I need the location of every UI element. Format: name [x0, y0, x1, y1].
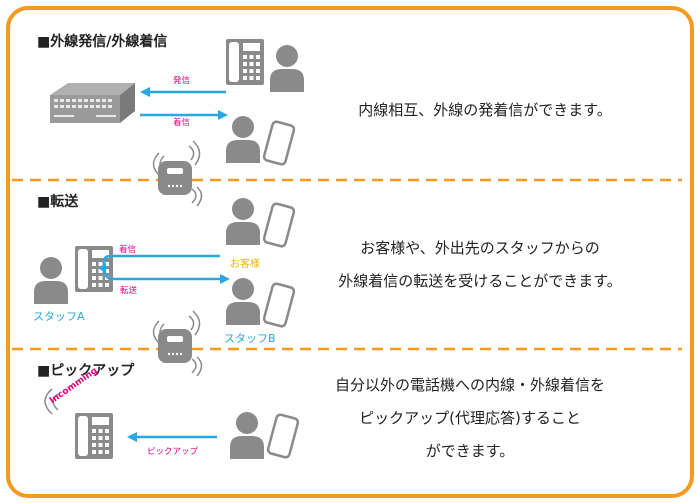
description-line: ができます。	[425, 442, 515, 460]
description-line: 内線相互、外線の発着信ができます。	[358, 101, 612, 119]
label-staff-a: スタッフA	[33, 310, 85, 323]
pbx-unit-icon	[50, 83, 135, 123]
description-pickup: 自分以外の電話機への内線・外線着信を ピックアップ(代理応答)すること ができま…	[310, 369, 630, 468]
arrow-transfer	[98, 254, 230, 284]
divider-2	[12, 347, 682, 351]
access-point-icon	[158, 329, 192, 363]
arrow-incoming	[140, 110, 228, 120]
description-line: 自分以外の電話機への内線・外線着信を	[334, 376, 605, 394]
label-pickup: ピックアップ	[147, 447, 199, 457]
description-line: 外線着信の転送を受けることができます。	[338, 272, 622, 290]
description-outside-calls: 内線相互、外線の発着信ができます。	[340, 94, 630, 127]
label-incoming: 着信	[173, 118, 191, 128]
section-title-pickup: ■ピックアップ	[37, 363, 135, 379]
description-line: ピックアップ(代理応答)すること	[359, 409, 581, 427]
wifi-signal-icon	[188, 140, 201, 166]
wifi-signal-icon	[191, 356, 203, 377]
section-title-outside-calls: ■外線発信/外線着信	[37, 34, 168, 50]
description-transfer: お客様や、外出先のスタッフからの 外線着信の転送を受けることができます。	[300, 232, 660, 298]
desk-phone-icon	[226, 39, 264, 85]
smartphone-icon	[262, 202, 296, 248]
access-point-icon	[158, 161, 192, 195]
person-icon	[270, 45, 304, 92]
person-icon	[226, 278, 260, 325]
smartphone-icon	[262, 120, 296, 166]
wifi-signal-icon	[188, 310, 201, 336]
label-outgoing: 発信	[173, 76, 191, 86]
label-transfer: 転送	[120, 286, 138, 296]
arrow-pickup	[127, 432, 217, 442]
person-icon	[226, 116, 260, 163]
description-line: お客様や、外出先のスタッフからの	[360, 239, 600, 257]
label-customer: お客様	[230, 259, 260, 270]
smartphone-icon	[266, 413, 300, 459]
person-icon	[34, 257, 68, 304]
desk-phone-icon	[75, 246, 113, 292]
section-title-transfer: ■転送	[37, 194, 79, 210]
wifi-signal-icon	[191, 186, 203, 207]
label-staff-b: スタッフB	[224, 332, 276, 345]
label-incoming-call: 着信	[119, 245, 137, 255]
ringing-signal-icon	[44, 388, 59, 415]
arrow-outgoing	[140, 87, 226, 97]
desk-phone-icon	[75, 413, 113, 459]
smartphone-icon	[262, 282, 296, 328]
person-icon	[226, 198, 260, 245]
divider-1	[12, 178, 682, 182]
person-icon	[230, 412, 264, 459]
